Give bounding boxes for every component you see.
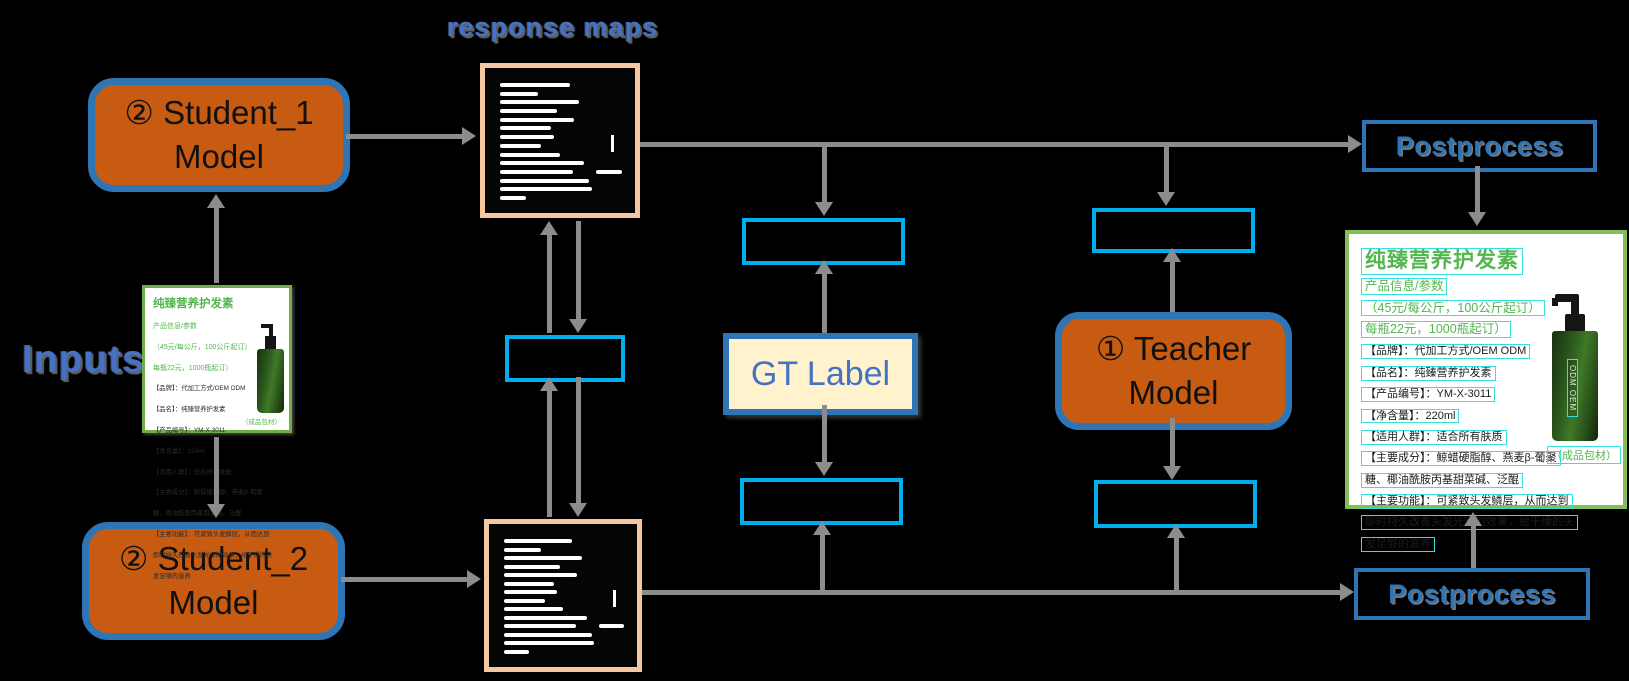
input-product-card: 纯臻营养护发素 产品信息/参数（45元/每公斤，100公斤起订）每瓶22元，10… — [142, 285, 292, 580]
gt-label-node: GT Label — [723, 333, 918, 415]
branch-bottomright-line — [1174, 536, 1179, 590]
arrow-student2-to-map-line — [341, 577, 467, 582]
loss-box-bottom-right — [1094, 480, 1257, 528]
output-bottle-nozzle-tip — [1552, 298, 1558, 306]
loss-box-bottom-left — [740, 478, 903, 525]
arrow-input-up-head — [207, 194, 225, 208]
input-bottle-body — [257, 349, 284, 413]
branch-bottomright-head — [1167, 524, 1185, 538]
input-bottle-nozzle — [261, 324, 273, 328]
bottom-bus-line — [642, 590, 1340, 595]
student2-label-line2: Model — [168, 584, 259, 621]
branch-topleft-line — [822, 145, 827, 202]
arrow-map2-down-head — [569, 503, 587, 517]
student2-model-node: ② Student_2 Model — [82, 522, 345, 640]
output-green-lines: 产品信息/参数（45元/每公斤，100公斤起订）每瓶22元，1000瓶起订） — [1361, 277, 1615, 339]
response-map-bottom-lines — [489, 524, 637, 667]
branch-topright-line — [1164, 145, 1169, 192]
output-result-panel: 纯臻营养护发素 产品信息/参数（45元/每公斤，100公斤起订）每瓶22元，10… — [1345, 230, 1627, 552]
branch-bottomleft-line — [820, 533, 825, 590]
arrow-gt-down-head — [815, 462, 833, 476]
arrow-gt-up-line — [822, 272, 827, 333]
arrow-teacher-up-line — [1170, 260, 1175, 312]
bottom-bus-head — [1340, 583, 1354, 601]
postprocess-top-node: Postprocess — [1362, 120, 1597, 172]
input-card-title: 纯臻营养护发素 — [153, 298, 234, 310]
teacher-label-line2: Model — [1128, 374, 1219, 411]
arrow-map2-down-line — [576, 377, 581, 503]
response-maps-title: response maps — [447, 12, 659, 42]
input-card-black-lines: 【品牌】：代加工方式/OEM ODM【品名】：纯臻营养护发素【产品编号】：YM-… — [153, 385, 273, 580]
arrow-postbottom-head — [1464, 512, 1482, 526]
arrow-gt-up-head — [815, 260, 833, 274]
response-map-bottom-tick — [613, 589, 616, 607]
branch-topright-head — [1157, 192, 1175, 206]
response-map-top-tick — [611, 134, 614, 152]
arrow-posttop-head — [1468, 212, 1486, 226]
arrow-map1-down-line — [576, 221, 581, 321]
response-map-top-lines — [485, 68, 635, 213]
arrow-student2-to-map-head — [467, 570, 481, 588]
output-bottle-body — [1552, 331, 1598, 441]
arrow-gt-down-line — [822, 405, 827, 462]
arrow-input-up-line — [214, 206, 219, 283]
arrow-map2-up-line — [547, 389, 552, 517]
student1-label-line1: ② Student_1 — [124, 94, 314, 132]
loss-box-middle — [505, 335, 625, 382]
arrow-input-down-line — [214, 437, 219, 504]
arrow-student1-to-map-line — [346, 134, 462, 139]
teacher-label-line1: ① Teacher — [1095, 330, 1252, 368]
inputs-label: Inputs — [22, 338, 145, 381]
branch-bottomleft-head — [813, 521, 831, 535]
output-title: 纯臻营养护发素 — [1361, 248, 1523, 275]
student2-label-line1: ② Student_2 — [118, 540, 309, 578]
input-package-label: （成品包材） — [242, 419, 281, 426]
postprocess-bottom-label: Postprocess — [1388, 578, 1556, 609]
loss-box-top-left — [742, 218, 905, 265]
arrow-student1-to-map-head — [462, 127, 476, 145]
response-map-bottom — [484, 519, 642, 672]
postprocess-bottom-node: Postprocess — [1354, 568, 1590, 620]
output-bottle-stem — [1571, 300, 1579, 316]
arrow-map1-down-head — [569, 319, 587, 333]
arrow-posttop-line — [1475, 166, 1480, 212]
arrow-map1-up-head — [540, 221, 558, 235]
branch-topleft-head — [815, 202, 833, 216]
output-bottle-label: ODM OEM — [1567, 359, 1578, 417]
postprocess-top-label: Postprocess — [1395, 130, 1564, 161]
output-bottle-collar — [1565, 314, 1585, 332]
top-bus-head — [1348, 135, 1362, 153]
output-black-lines: 【品牌】：代加工方式/OEM ODM【品名】：纯臻营养护发素【产品编号】：YM-… — [1361, 341, 1615, 552]
loss-box-top-right — [1092, 208, 1255, 253]
input-bottle-stem — [269, 327, 273, 337]
input-card-green-lines: 产品信息/参数（45元/每公斤，100公斤起订）每瓶22元，1000瓶起订） — [153, 323, 252, 372]
student1-model-node: ② Student_1 Model — [88, 78, 350, 192]
arrow-postbottom-line — [1471, 524, 1476, 568]
arrow-map1-up-line — [547, 233, 552, 333]
gt-label-text: GT Label — [750, 354, 891, 393]
input-bottle-collar — [265, 336, 276, 350]
output-bottle-nozzle — [1555, 294, 1579, 302]
top-bus-line — [640, 142, 1348, 147]
student1-label-line2: Model — [174, 138, 264, 175]
arrow-teacher-down-line — [1170, 418, 1175, 466]
teacher-model-node: ① Teacher Model — [1055, 312, 1292, 430]
arrow-teacher-up-head — [1163, 248, 1181, 262]
output-package-label: （成品包材） — [1547, 446, 1621, 464]
arrow-map2-up-head — [540, 377, 558, 391]
arrow-teacher-down-head — [1163, 466, 1181, 480]
arrow-input-down-head — [207, 504, 225, 518]
response-map-top — [480, 63, 640, 218]
